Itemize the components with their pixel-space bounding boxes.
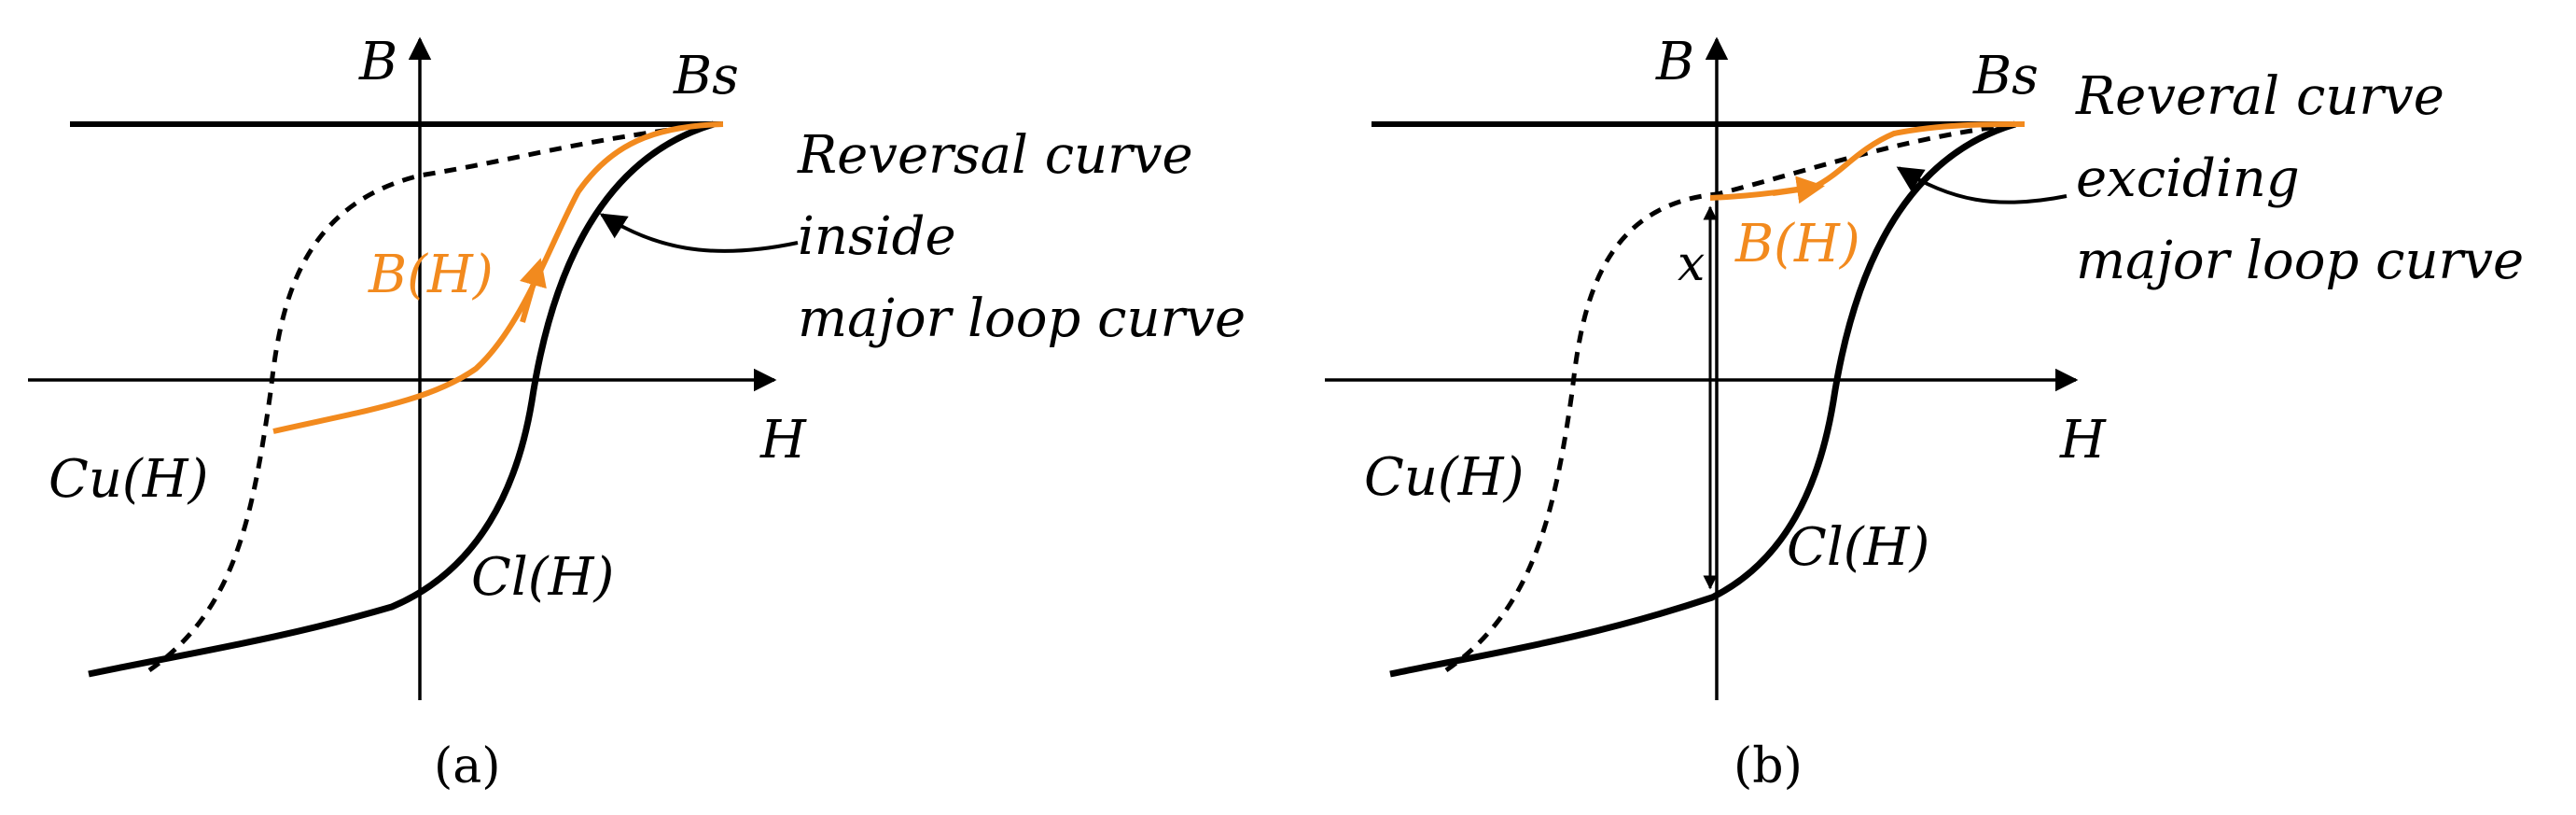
annotation-line-2: exciding (2076, 148, 2300, 209)
panel-b: B H Bs B(H) x Cu(H) Cl(H) Reveral curve … (1325, 32, 2524, 794)
b-axis-label: B (1655, 32, 1694, 92)
reversal-curve (1709, 121, 2026, 201)
lower-curve-label: Cl(H) (1787, 517, 1929, 578)
lower-curve-label: Cl(H) (471, 547, 614, 608)
lower-branch-curve (88, 120, 715, 678)
upper-curve-label: Cu(H) (1364, 447, 1524, 508)
b-axis-label: B (358, 32, 397, 92)
offset-label: x (1678, 236, 1705, 292)
annotation-line-3: major loop curve (798, 288, 1246, 349)
upper-curve-label: Cu(H) (49, 449, 208, 510)
panel-a: B H Bs B(H) Cu(H) Cl(H) Reversal curve i… (28, 32, 1246, 794)
annotation-pointer (599, 213, 799, 253)
lower-branch-curve (1389, 120, 2016, 678)
saturation-label: Bs (1972, 46, 2039, 106)
annotation-line-1: Reversal curve (797, 125, 1193, 186)
saturation-label: Bs (673, 46, 739, 106)
annotation-line-1: Reveral curve (2075, 66, 2444, 127)
reversal-direction-arrow (1772, 176, 1825, 204)
h-axis-label: H (759, 410, 807, 471)
reversal-curve-label: B(H) (1734, 214, 1860, 274)
annotation-line-2: inside (798, 206, 956, 267)
h-axis-label: H (2059, 410, 2107, 471)
reversal-direction-arrow (519, 258, 547, 323)
reversal-curve-label: B(H) (368, 245, 494, 305)
reversal-curve (272, 121, 724, 434)
annotation-pointer (1896, 166, 2068, 204)
panel-caption: (b) (1734, 738, 1803, 794)
panel-caption: (a) (434, 738, 501, 794)
annotation-line-3: major loop curve (2076, 231, 2524, 291)
upper-branch-curve (147, 121, 715, 673)
